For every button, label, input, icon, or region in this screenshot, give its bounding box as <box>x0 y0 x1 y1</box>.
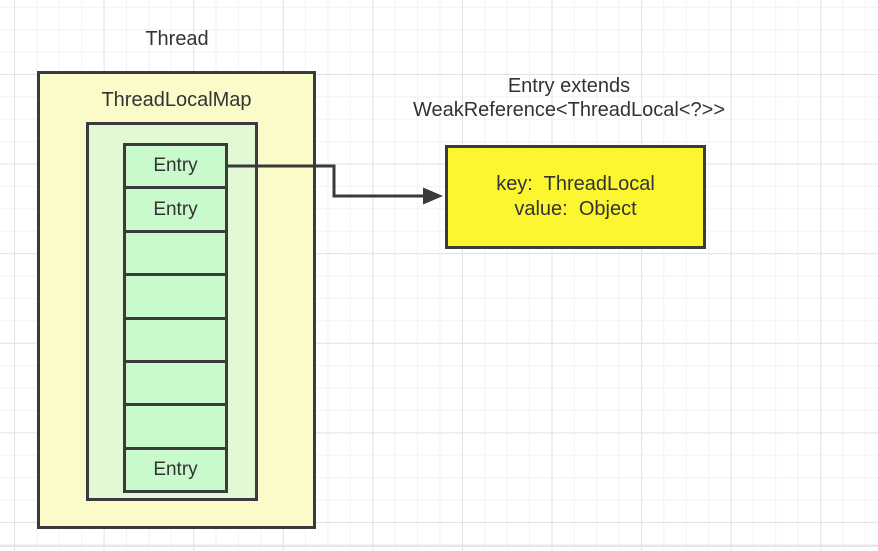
entry-cell-2[interactable]: Entry <box>123 186 228 233</box>
entry-extends-note: Entry extends WeakReference<ThreadLocal<… <box>398 74 740 122</box>
entry-cell-label: Entry <box>153 198 198 220</box>
entry-cell-label: Entry <box>153 458 198 480</box>
canvas-bottom-rule <box>0 545 878 547</box>
entry-cell-1[interactable]: Entry <box>123 143 228 190</box>
threadlocalmap-title: ThreadLocalMap <box>101 89 252 111</box>
entry-cell-7[interactable] <box>123 403 228 450</box>
entry-key-line: key: ThreadLocal <box>496 173 655 195</box>
arrow-head <box>423 187 443 205</box>
entry-extends-note-line2: WeakReference<ThreadLocal<?>> <box>412 99 726 121</box>
entry-value-line: value: Object <box>514 198 637 220</box>
entry-cell-3[interactable] <box>123 229 228 277</box>
entry-detail-box[interactable]: key: ThreadLocal value: Object <box>445 145 706 249</box>
thread-label: Thread <box>145 28 209 50</box>
entry-cell-5[interactable] <box>123 316 228 363</box>
entry-cell-6[interactable] <box>123 359 228 407</box>
entry-extends-note-line1: Entry extends <box>507 75 631 97</box>
entry-cell-4[interactable] <box>123 273 228 320</box>
entry-cell-label: Entry <box>153 155 198 177</box>
entry-cell-8[interactable]: Entry <box>123 446 228 493</box>
